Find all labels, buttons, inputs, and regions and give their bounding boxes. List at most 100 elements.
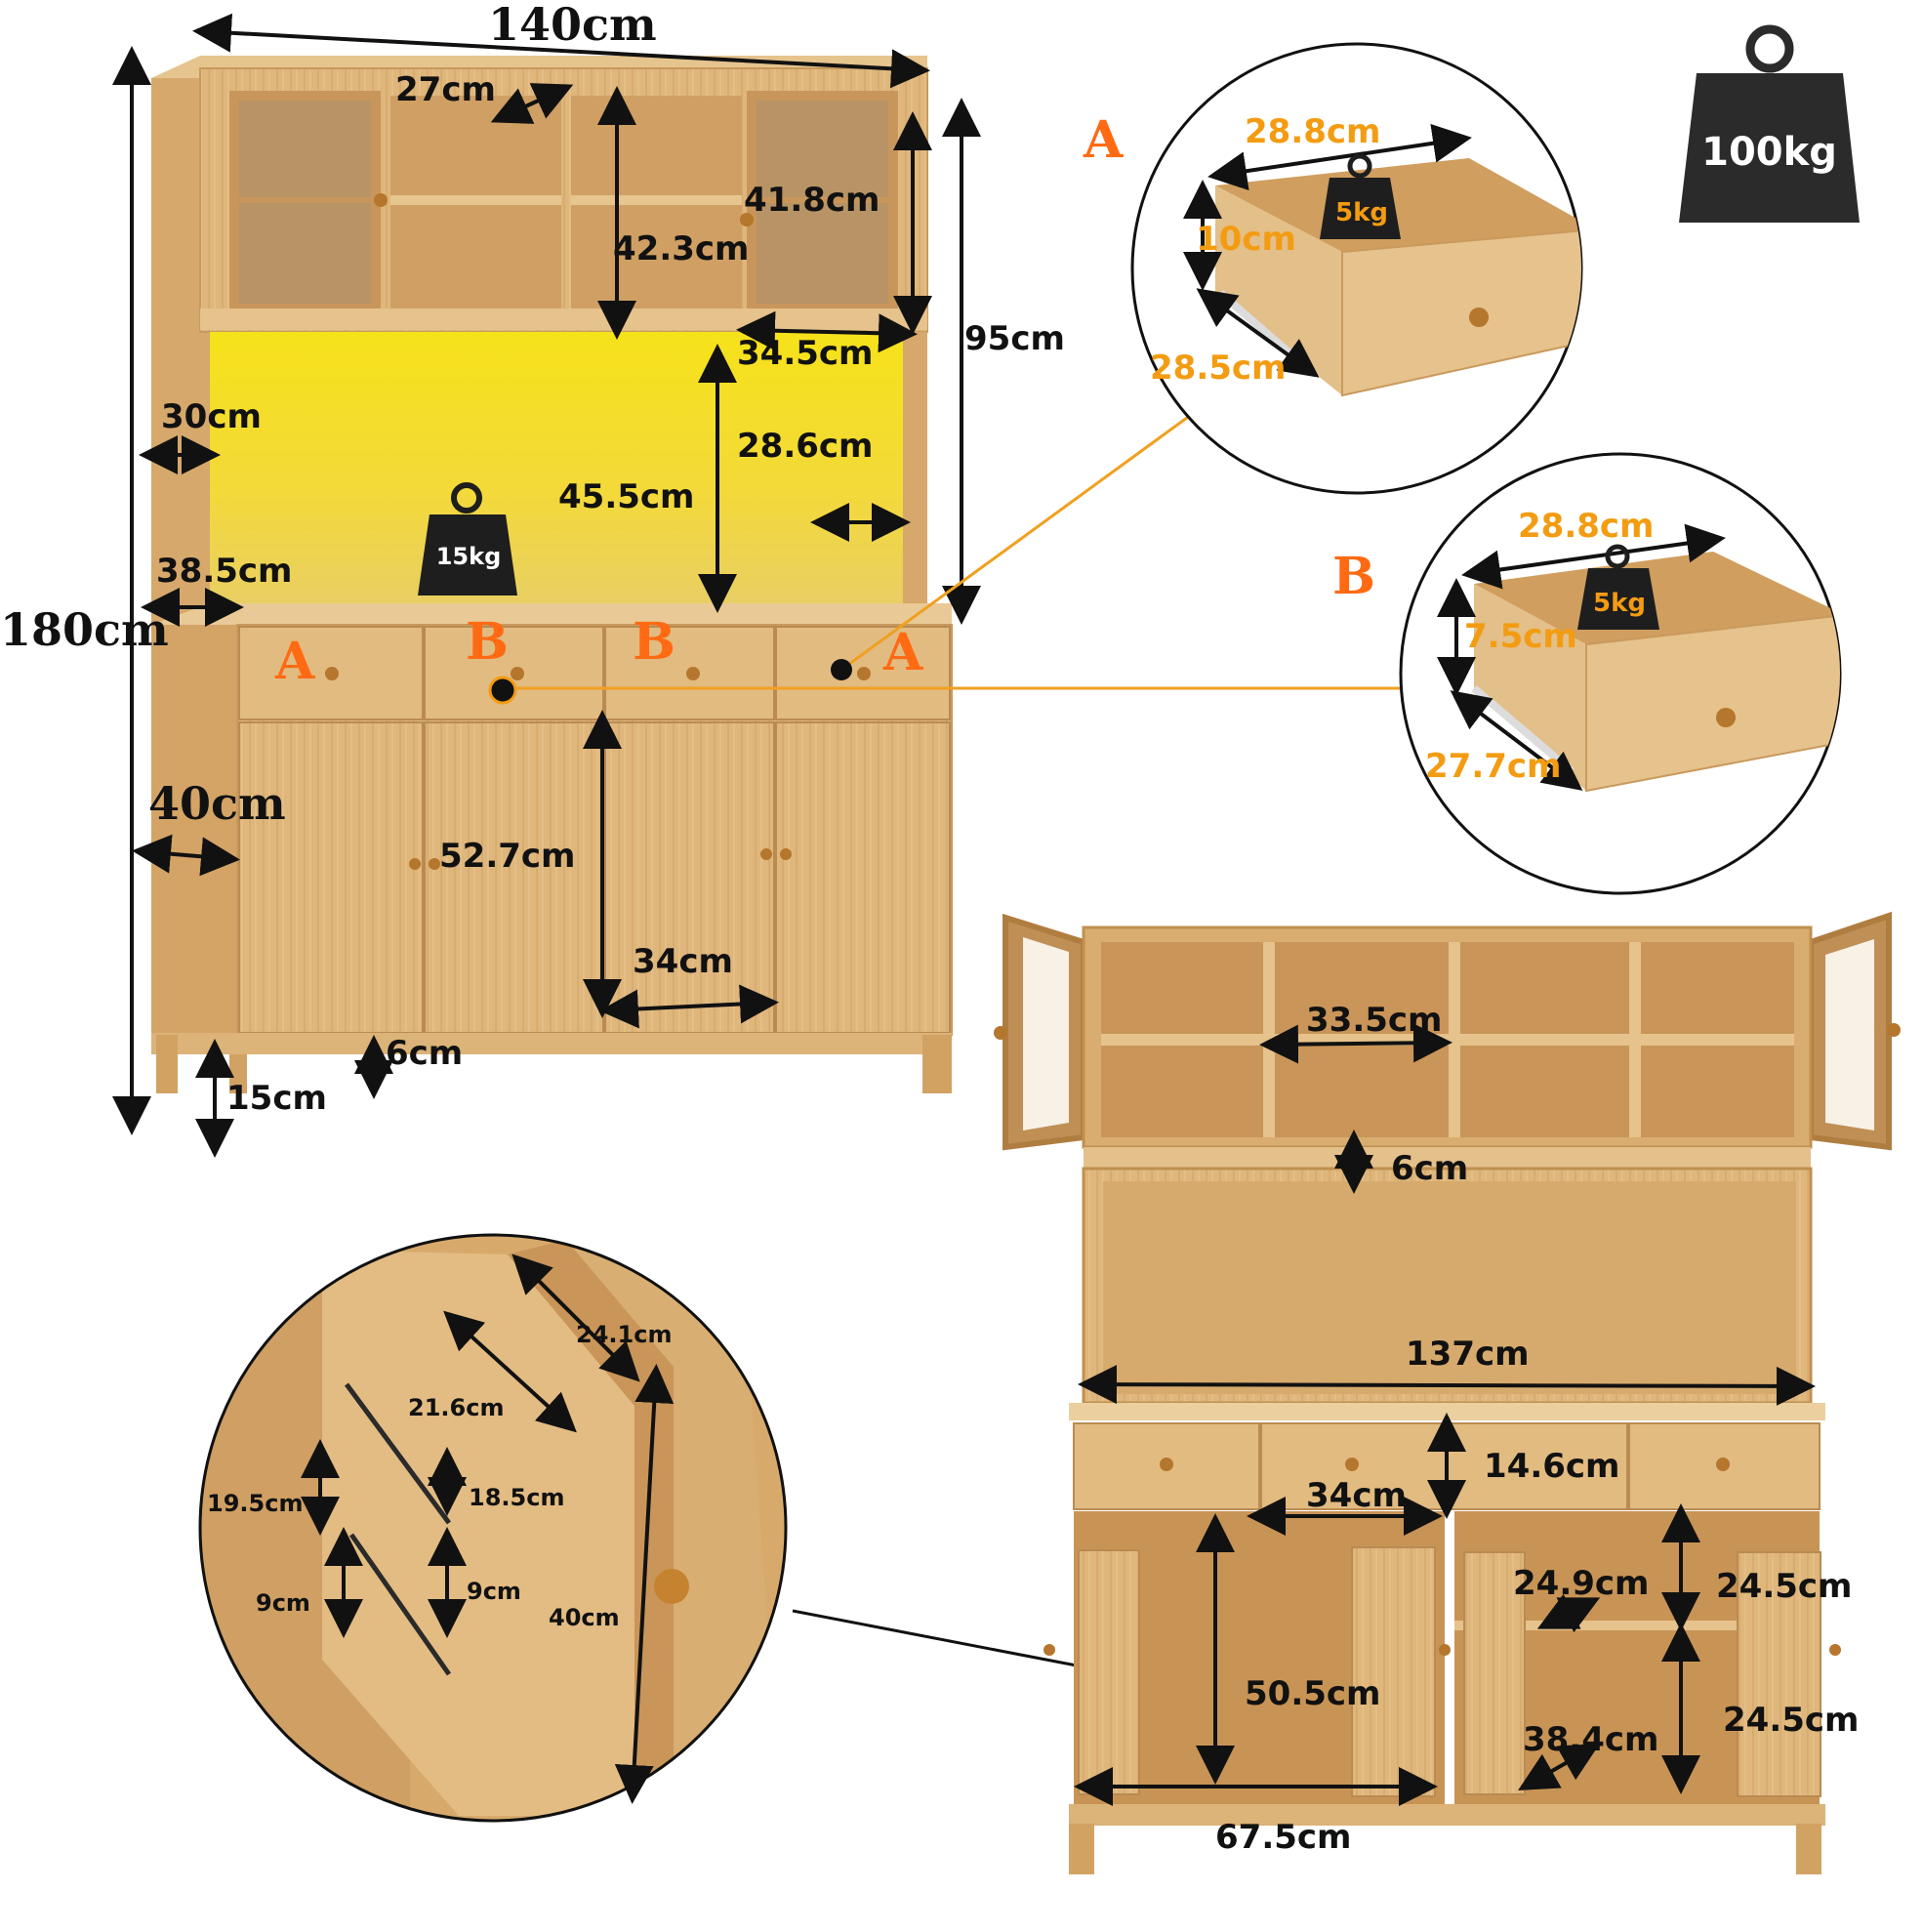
arrow-icon (1196, 288, 1320, 378)
toe-kick-label: 6cm (386, 1034, 464, 1073)
cabinet-door-4 (775, 721, 951, 1034)
main-dimension-arrows (112, 13, 981, 1158)
hutch-height-label: 95cm (964, 319, 1065, 358)
arrow-icon (490, 83, 574, 124)
cabinet-door-3 (604, 721, 775, 1034)
arrow-icon (1518, 1744, 1600, 1790)
drawer-3 (604, 626, 775, 720)
knob-icon (994, 1026, 1007, 1040)
open-cabinet-width-label: 67.5cm (1215, 1818, 1352, 1857)
hutch-depth-label: 30cm (161, 397, 262, 436)
width-label: 140cm (488, 0, 657, 51)
arrow-icon (1461, 523, 1726, 590)
drawer-b-height-label: 7.5cm (1464, 617, 1577, 656)
knob-icon (1716, 708, 1736, 727)
counter-load-label: 15kg (435, 543, 502, 570)
knob-icon (325, 667, 339, 680)
rack-spacing-bottom-label: 9cm (256, 1589, 310, 1617)
shelf-gap-label: 6cm (1391, 1149, 1469, 1188)
door-width-label: 24.1cm (576, 1321, 673, 1348)
open-door-left-b (1351, 1546, 1436, 1797)
cabinet-width-label: 34cm (633, 942, 733, 981)
knob-icon (780, 848, 792, 860)
knob-icon (1469, 308, 1489, 327)
drawer-4 (775, 626, 951, 720)
knob-icon (740, 213, 754, 226)
callout-dot-icon (831, 659, 852, 680)
knob-icon (1160, 1458, 1173, 1471)
leg-height-label: 15cm (226, 1079, 327, 1118)
total-load-label: 100kg (1701, 130, 1837, 175)
cabinet-door-2 (424, 721, 604, 1034)
arrow-icon (443, 1310, 577, 1433)
drawer-letter-2: B (466, 612, 509, 672)
knob-icon (760, 848, 772, 860)
open-cabinet (994, 911, 1901, 1874)
arrow-icon (1450, 690, 1583, 791)
weight-icon (1577, 544, 1659, 630)
drawer-letter-1: A (275, 632, 315, 691)
knob-icon (1829, 1644, 1841, 1656)
knob-icon (857, 667, 871, 680)
knob-icon (429, 858, 440, 870)
open-dimension-arrows (1074, 1023, 1816, 1806)
weight-icon (1320, 153, 1401, 239)
upper-shelf-height-label: 42.3cm (613, 229, 750, 268)
knob-icon (654, 1569, 689, 1604)
weight-icon (1679, 24, 1860, 223)
knob-icon (1887, 1023, 1901, 1037)
base-depth-label: 40cm (148, 777, 286, 830)
drawer-a-letter: A (1084, 110, 1124, 170)
open-cabinet-depth-label: 38.4cm (1523, 1720, 1659, 1759)
drawer-b-load-label: 5kg (1593, 589, 1646, 618)
knob-icon (374, 193, 388, 207)
upper-compartment-label: 24.5cm (1716, 1567, 1853, 1606)
leg-right (922, 1035, 952, 1093)
drawer-b-detail (1399, 452, 1842, 895)
drawer-a-detail (1130, 42, 1583, 495)
cabinet-height-label: 52.7cm (439, 837, 576, 876)
led-side-depth-label: 28.6cm (737, 427, 874, 466)
cubby-width-label: 33.5cm (1306, 1001, 1443, 1040)
drawer-b-depth-label: 27.7cm (1425, 747, 1562, 786)
drawer-a-load-label: 5kg (1335, 198, 1388, 227)
arrow-icon (1536, 1593, 1601, 1633)
knob-icon (1345, 1458, 1359, 1471)
rack-spacing-top-label: 19.5cm (207, 1490, 304, 1517)
arrow-icon (1207, 123, 1472, 191)
glass-cabinet-width-label: 34.5cm (737, 334, 874, 373)
knob-icon (511, 667, 524, 680)
arrow-icon (192, 13, 930, 89)
drawer-height-label: 14.6cm (1484, 1447, 1620, 1486)
knob-icon (1716, 1458, 1730, 1471)
cabinet-door-1 (238, 721, 424, 1034)
counter-depth-label: 38.5cm (156, 552, 293, 591)
knob-icon (1439, 1644, 1451, 1656)
drawer-width-label: 34cm (1306, 1476, 1407, 1515)
arrow-icon (1078, 1365, 1816, 1406)
weight-icon (418, 482, 517, 596)
drawer-a-width-label: 28.8cm (1245, 112, 1381, 151)
toe-kick (151, 1033, 952, 1054)
drawer-letter-4: A (883, 623, 923, 682)
base-side-panel (151, 625, 237, 1035)
drawer-a-depth-label: 28.5cm (1150, 349, 1287, 388)
door-height-label: 40cm (549, 1604, 620, 1631)
knob-icon (686, 667, 700, 680)
open-cabinet-height-label: 50.5cm (1245, 1674, 1381, 1713)
arrow-icon (599, 984, 779, 1029)
knob-icon (1043, 1644, 1055, 1656)
callout-dot-icon (488, 676, 517, 705)
open-door-left-a (1078, 1549, 1140, 1795)
arrow-icon (614, 1364, 675, 1804)
knob-icon (409, 858, 421, 870)
shelf-depth-label: 24.9cm (1513, 1564, 1650, 1603)
arrow-icon (132, 834, 240, 877)
upper-shelf-depth-label: 27cm (395, 70, 496, 109)
door-detail (198, 1233, 788, 1823)
height-label: 180cm (0, 603, 169, 656)
led-space-height-label: 45.5cm (558, 477, 695, 516)
open-door-right-a (1463, 1551, 1526, 1795)
drawer-b-letter: B (1332, 547, 1375, 606)
